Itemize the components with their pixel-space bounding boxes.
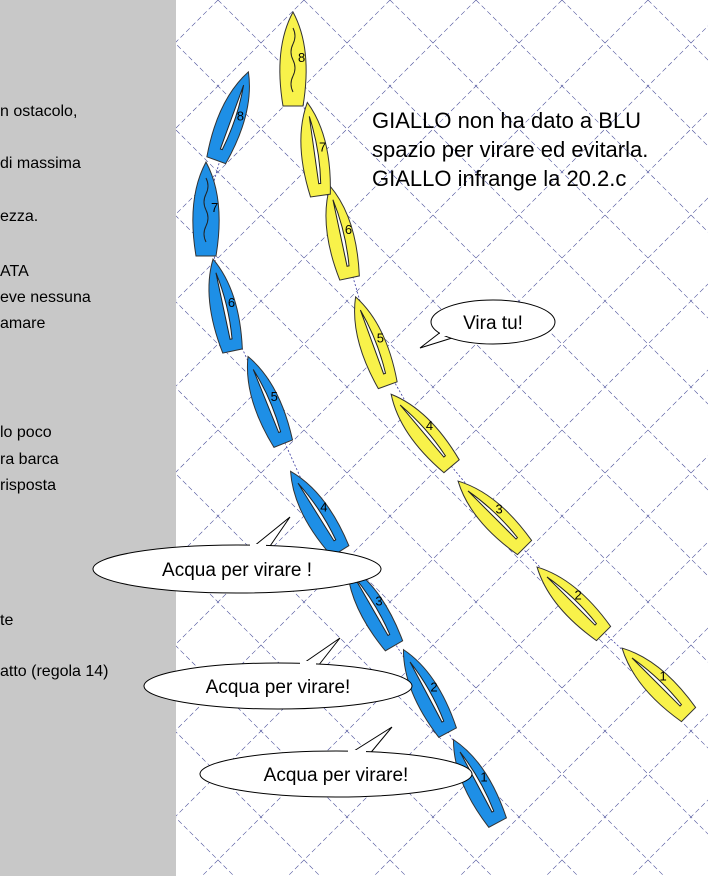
bubble-acqua-3-text: Acqua per virare! (206, 677, 351, 698)
blue-boat-8: 8 (206, 70, 250, 165)
bubble-acqua-4-text: Acqua per virare ! (162, 560, 312, 581)
bubble-vira-tu-text: Vira tu! (463, 313, 523, 334)
yellow-boat-number: 7 (319, 139, 326, 154)
grid-line (0, 0, 649, 649)
bubble-acqua-4: Acqua per virare ! (92, 516, 382, 594)
blue-boat-4: 4 (290, 470, 350, 557)
blue-boat-3: 3 (346, 563, 404, 652)
panel-line: lo poco (0, 424, 52, 441)
panel-line: ra barca (0, 451, 59, 468)
blue-boat-number: 7 (211, 200, 218, 215)
grid-line (201, 369, 708, 876)
yellow-boat-number: 8 (298, 50, 305, 65)
blue-boat-number: 2 (430, 680, 437, 695)
yellow-boat-sail (467, 490, 519, 540)
blue-boat-sail (353, 576, 391, 637)
caption-line-2: spazio per virare ed evitarla. (372, 137, 649, 162)
panel-line: risposta (0, 477, 57, 494)
panel-line: ATA (0, 263, 29, 280)
blue-boat-sail (219, 84, 245, 151)
yellow-boat-4: 4 (390, 393, 460, 474)
bubble-vira-tu: Vira tu! (419, 299, 556, 349)
blue-boat-number: 5 (271, 389, 278, 404)
yellow-boat-sail (332, 199, 350, 267)
blue-boat-5: 5 (246, 355, 294, 449)
yellow-boat-number: 3 (496, 501, 503, 516)
caption-line-1: GIALLO non ha dato a BLU (372, 108, 642, 133)
blue-boat-7: 7 (192, 160, 220, 257)
bubble-acqua-3: Acqua per virare! (143, 637, 413, 710)
blue-boat-number: 1 (480, 770, 487, 785)
yellow-boat-1: 1 (621, 647, 697, 723)
panel-line: amare (0, 315, 46, 332)
yellow-boat-number: 2 (575, 587, 582, 602)
grid-line (115, 283, 708, 876)
blue-boat-sail (252, 369, 282, 434)
grid-line (29, 197, 708, 876)
yellow-boat-5: 5 (354, 295, 398, 390)
blue-boat-1: 1 (452, 738, 508, 828)
panel-line: n ostacolo, (0, 103, 78, 120)
blue-boat-sail (215, 272, 233, 340)
bubble-acqua-2-text: Acqua per virare! (264, 765, 409, 786)
yellow-boat-sail (546, 576, 598, 626)
panel-line: te (0, 612, 14, 629)
blue-boat-number: 6 (228, 295, 235, 310)
blue-boat-sail (203, 177, 209, 243)
grid-line (545, 713, 708, 876)
blue-boat-2: 2 (402, 648, 458, 738)
yellow-boat-sail (359, 309, 387, 375)
yellow-boat-7: 7 (300, 101, 331, 198)
grid-line (131, 0, 708, 577)
yellow-boat-sail (308, 116, 322, 185)
panel-line: di massima (0, 155, 81, 172)
grid-line (373, 541, 708, 876)
blue-boat-sail (459, 751, 495, 813)
left-text-panel: n ostacolo, di massima ezza. ATA eve nes… (0, 0, 176, 876)
caption-line-3: GIALLO infrange la 20.2.c (372, 166, 627, 191)
blue-boat-number: 8 (237, 109, 244, 124)
yellow-boat-2: 2 (536, 566, 612, 642)
yellow-boat-number: 5 (377, 330, 384, 345)
panel-line: ezza. (0, 208, 39, 225)
grid-line (459, 627, 708, 876)
yellow-boat-sail (290, 27, 296, 93)
blue-boat-6: 6 (208, 258, 243, 354)
blue-boat-sail (409, 661, 445, 723)
grid-line (45, 0, 708, 663)
yellow-boat-sail (399, 404, 447, 458)
panel-line: atto (regola 14) (0, 663, 109, 680)
panel-line: eve nessuna (0, 289, 91, 306)
grid-line (0, 211, 665, 876)
grid-line (217, 0, 708, 491)
yellow-boat-number: 1 (660, 668, 667, 683)
yellow-boat-8: 8 (279, 10, 307, 107)
yellow-boat-3: 3 (457, 480, 533, 556)
blue-boat-number: 4 (320, 499, 327, 514)
explanation-caption: GIALLO non ha dato a BLU spazio per vira… (372, 106, 648, 193)
yellow-boat-sail (631, 657, 683, 707)
grid-line (0, 469, 407, 876)
yellow-boat-number: 4 (426, 418, 433, 433)
blue-boat-hull (206, 70, 250, 165)
blue-boat-sail (297, 482, 337, 542)
blue-boat-number: 3 (375, 594, 382, 609)
yellow-boat-number: 6 (345, 222, 352, 237)
yellow-boat-6: 6 (325, 185, 360, 281)
bubble-acqua-2: Acqua per virare! (199, 726, 473, 798)
